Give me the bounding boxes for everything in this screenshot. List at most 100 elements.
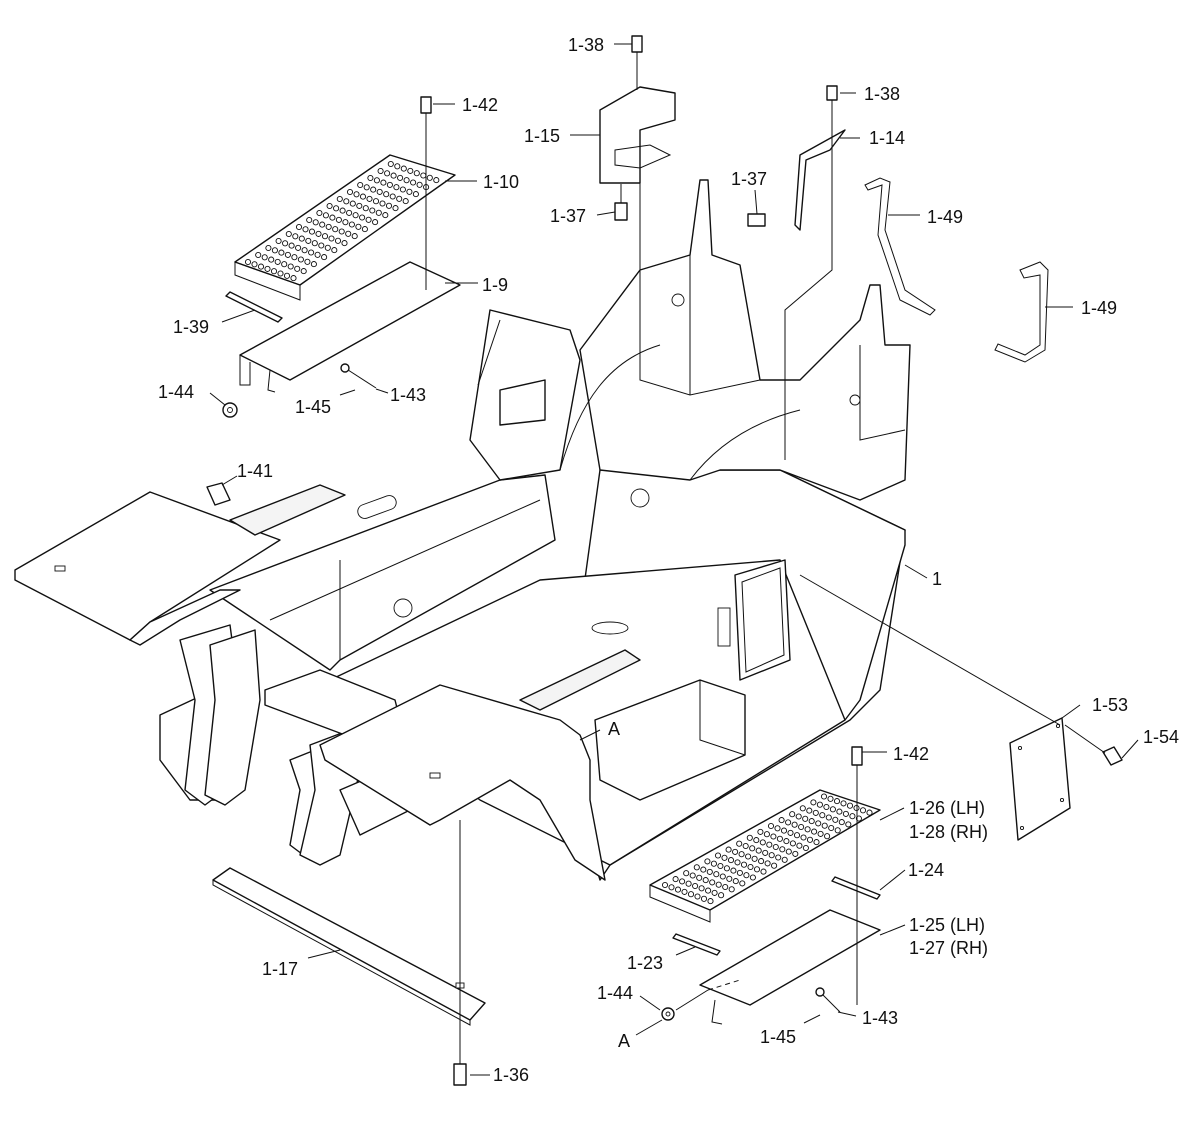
perforation-hole bbox=[738, 851, 745, 858]
perforation-hole bbox=[406, 188, 413, 195]
perforation-hole bbox=[763, 831, 770, 838]
label-1-44a: 1-44 bbox=[158, 382, 194, 402]
perforation-hole bbox=[828, 824, 835, 832]
perforation-hole bbox=[789, 811, 796, 818]
perforation-hole bbox=[271, 247, 278, 254]
perforation-hole bbox=[700, 866, 707, 873]
perforation-hole bbox=[384, 170, 391, 177]
perforation-hole bbox=[268, 256, 275, 263]
perforation-hole bbox=[709, 879, 716, 886]
perforation-hole bbox=[693, 864, 700, 871]
perforation-hole bbox=[771, 862, 778, 869]
perforation-hole bbox=[718, 892, 725, 899]
perforation-hole bbox=[751, 855, 758, 862]
perforation-hole bbox=[726, 875, 733, 882]
perforation-hole bbox=[792, 850, 799, 857]
perforation-hole bbox=[410, 179, 417, 186]
washer-1-44-top bbox=[222, 402, 238, 418]
perforation-hole bbox=[356, 202, 363, 209]
perforation-hole bbox=[311, 240, 318, 247]
label-a2: A bbox=[618, 1031, 630, 1051]
perforation-hole bbox=[362, 205, 369, 212]
label-1-45a: 1-45 bbox=[295, 397, 331, 417]
label-1-24: 1-24 bbox=[908, 860, 944, 880]
perforation-hole bbox=[768, 852, 775, 859]
perforation-hole bbox=[725, 846, 732, 853]
perforation-hole bbox=[732, 848, 739, 855]
boom-bracket bbox=[159, 624, 411, 866]
perforation-hole bbox=[283, 272, 291, 279]
perforation-hole bbox=[776, 835, 783, 842]
perforation-hole bbox=[734, 859, 741, 866]
perforation-hole bbox=[285, 230, 292, 238]
perforation-hole bbox=[711, 889, 718, 896]
cover-1-15 bbox=[599, 86, 676, 184]
perforation-hole bbox=[351, 233, 358, 240]
perforation-hole bbox=[345, 230, 352, 237]
perforation-hole bbox=[766, 841, 773, 848]
perforation-hole bbox=[393, 184, 400, 191]
perforation-hole bbox=[264, 265, 271, 272]
perforation-hole bbox=[403, 177, 410, 184]
perforation-hole bbox=[399, 186, 406, 193]
leader-lines bbox=[425, 52, 1106, 1064]
plate-1-14 bbox=[794, 129, 846, 231]
perforation-hole bbox=[728, 886, 735, 893]
right-fender bbox=[319, 684, 606, 881]
label-1-38a: 1-38 bbox=[568, 35, 604, 55]
perforation-hole bbox=[304, 258, 311, 265]
perforation-hole bbox=[392, 205, 399, 212]
perforation-hole bbox=[382, 212, 389, 219]
perforation-hole bbox=[685, 880, 692, 887]
perforation-hole bbox=[707, 898, 714, 905]
perforation-hole bbox=[859, 807, 867, 814]
perforation-hole bbox=[806, 836, 814, 843]
perforation-hole bbox=[278, 249, 285, 256]
perforation-hole bbox=[821, 822, 828, 829]
perforation-hole bbox=[823, 803, 830, 811]
perforation-hole bbox=[270, 268, 278, 275]
perforation-hole bbox=[683, 870, 690, 877]
perforation-hole bbox=[244, 258, 252, 266]
perforation-hole bbox=[672, 876, 679, 883]
perforation-hole bbox=[796, 842, 803, 849]
perforation-hole bbox=[277, 270, 284, 277]
perforation-hole bbox=[705, 887, 712, 894]
perforation-hole bbox=[808, 818, 815, 825]
label-a1: A bbox=[608, 719, 620, 739]
perforation-hole bbox=[379, 200, 386, 207]
perforation-hole bbox=[717, 862, 724, 870]
perforation-hole bbox=[294, 265, 301, 272]
perforation-hole bbox=[793, 832, 801, 839]
perforation-hole bbox=[816, 801, 823, 808]
perforation-hole bbox=[383, 191, 390, 198]
perforation-hole bbox=[753, 866, 761, 873]
perforation-hole bbox=[730, 867, 737, 874]
perforation-hole bbox=[373, 177, 380, 184]
washer-1-44-bottom bbox=[661, 1007, 675, 1021]
perforation-hole bbox=[742, 842, 749, 850]
perforation-hole bbox=[341, 240, 348, 247]
perforation-hole bbox=[813, 839, 820, 846]
perforation-hole bbox=[396, 195, 403, 202]
perforation-hole bbox=[787, 829, 794, 836]
perforation-hole bbox=[288, 242, 295, 249]
perforation-hole bbox=[702, 877, 709, 884]
perforation-hole bbox=[806, 807, 813, 814]
perforation-hole bbox=[689, 872, 696, 879]
perforation-hole bbox=[353, 191, 360, 198]
perforation-hole bbox=[764, 860, 771, 867]
perforation-hole bbox=[328, 235, 335, 242]
label-1-17: 1-17 bbox=[262, 959, 298, 979]
main-frame bbox=[209, 179, 911, 881]
perforation-hole bbox=[376, 188, 383, 195]
perforation-hole bbox=[385, 202, 393, 209]
perforation-hole bbox=[426, 174, 433, 181]
perforation-hole bbox=[295, 223, 303, 231]
perforation-hole bbox=[810, 799, 817, 806]
perforation-hole bbox=[305, 237, 312, 244]
bolt-1-37-left bbox=[614, 202, 628, 221]
perforation-hole bbox=[747, 863, 754, 871]
perforation-hole bbox=[700, 895, 708, 902]
